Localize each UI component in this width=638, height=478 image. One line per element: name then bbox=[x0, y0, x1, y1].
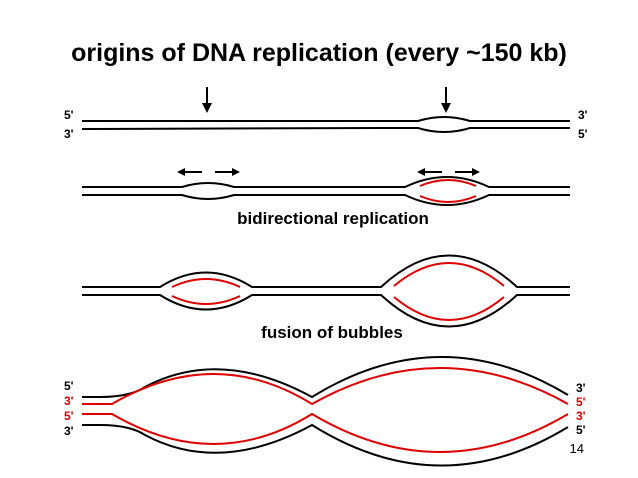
row4-label-left-2: 3' bbox=[64, 394, 74, 408]
row2-bottom-strand bbox=[82, 194, 570, 206]
row1-label-right-bottom: 5' bbox=[578, 127, 588, 141]
row2-dna bbox=[82, 176, 570, 206]
row1-label-left-bottom: 3' bbox=[64, 127, 74, 141]
page-number: 14 bbox=[570, 441, 584, 456]
fork-arrows-left bbox=[177, 168, 240, 176]
row1-dna bbox=[81, 116, 570, 133]
row4-label-left-3: 5' bbox=[64, 409, 74, 423]
row4-label-right-4: 5' bbox=[576, 423, 586, 437]
row4-label-right-2: 5' bbox=[576, 395, 586, 409]
origin-arrow-right bbox=[441, 87, 451, 113]
row1-label-right-top: 3' bbox=[578, 108, 588, 122]
row4-new-strands bbox=[82, 367, 569, 453]
origin-arrow-left bbox=[202, 87, 212, 113]
caption-fusion: fusion of bubbles bbox=[261, 323, 403, 342]
row1-label-left-top: 5' bbox=[64, 108, 74, 122]
row4-label-left-4: 3' bbox=[64, 424, 74, 438]
row4-outer-top bbox=[82, 356, 569, 399]
row4-label-right-1: 3' bbox=[576, 381, 586, 395]
row4-label-left-1: 5' bbox=[64, 379, 74, 393]
row1-top-strand bbox=[82, 116, 570, 122]
row4-dna bbox=[82, 356, 569, 467]
row3-top-strand bbox=[82, 254, 570, 288]
row4-inner-bottom bbox=[82, 412, 569, 453]
slide-title: origins of DNA replication (every ~150 k… bbox=[71, 39, 567, 67]
row3-dna bbox=[82, 254, 570, 328]
row2-top-strand bbox=[82, 176, 570, 188]
row2-new-strands bbox=[419, 179, 477, 203]
row4-label-right-3: 3' bbox=[576, 409, 586, 423]
row1-bottom-strand bbox=[81, 127, 570, 133]
row4-inner-top bbox=[82, 367, 569, 406]
row3-new-strands bbox=[171, 262, 505, 321]
row4-outer-bottom bbox=[82, 423, 569, 467]
fork-arrows-right bbox=[417, 168, 480, 176]
row3-bottom-strand bbox=[82, 294, 570, 328]
caption-bidirectional: bidirectional replication bbox=[237, 209, 429, 228]
